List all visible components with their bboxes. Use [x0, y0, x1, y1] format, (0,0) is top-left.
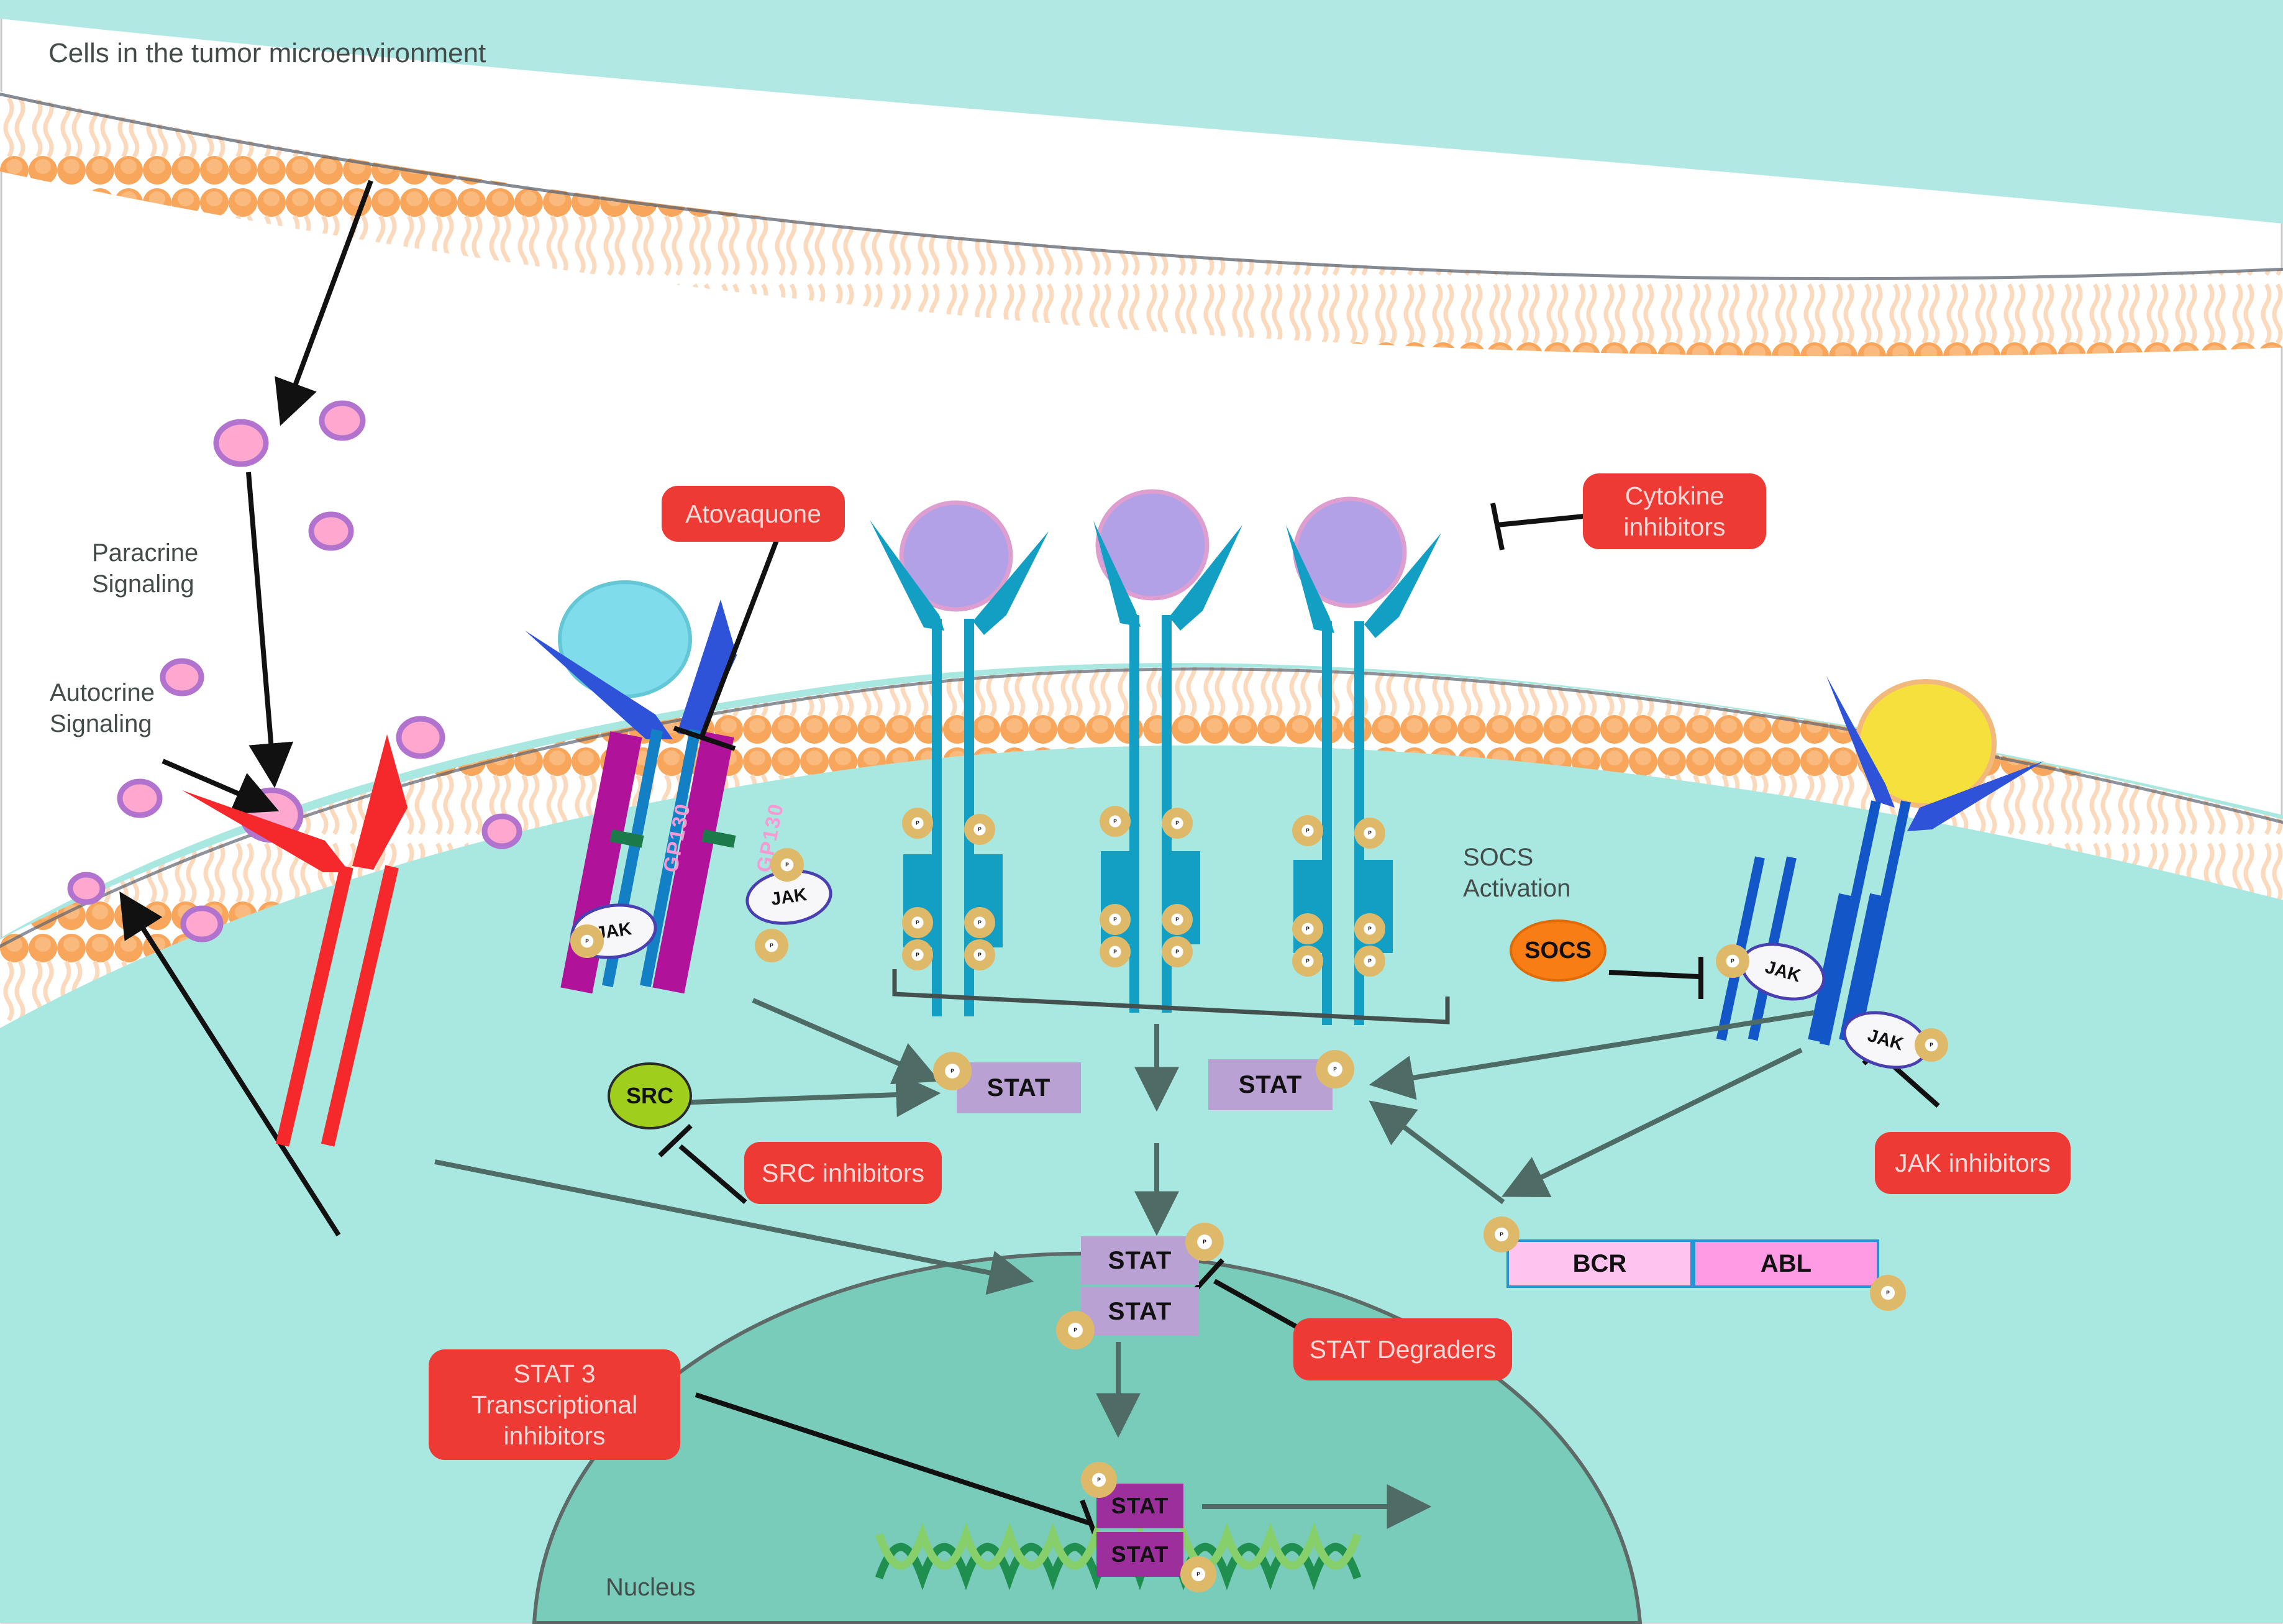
ligand-purple-a — [899, 500, 1013, 612]
phospho-group-bcr: P — [1483, 1216, 1520, 1252]
gp130-to-stat-arrow — [752, 998, 941, 1085]
socs-activation-label: SOCS Activation — [1463, 844, 1571, 902]
receptor-group-bracket — [892, 969, 1450, 1024]
paracrine-arrow — [246, 472, 294, 788]
tumor-microenvironment-label: Cells in the tumor microenvironment — [48, 38, 486, 68]
src-molecule: SRC — [608, 1062, 692, 1129]
phospho-group: P — [1716, 944, 1749, 978]
drug-label-stat-degraders[interactable]: STAT Degraders — [1293, 1318, 1512, 1380]
phospho-group: P — [570, 924, 604, 958]
phospho-group-dimer-top: P — [1185, 1223, 1224, 1261]
paracrine-entry-arrow — [275, 180, 373, 426]
drug-label-jak-inhibitors[interactable]: JAK inhibitors — [1875, 1132, 2071, 1194]
blue-receptor-right — [1716, 676, 2044, 1046]
drug-label-cytokine-inhibitors[interactable]: Cytokine inhibitors — [1583, 473, 1766, 549]
phospho-group: P — [1162, 936, 1193, 967]
phospho-group: P — [1292, 815, 1323, 846]
phospho-group: P — [1100, 904, 1131, 935]
pathway-arrows — [434, 998, 1815, 1529]
phospho-group: P — [1354, 913, 1385, 944]
phospho-group: P — [1162, 808, 1193, 839]
gp130-bar-2 — [652, 731, 734, 994]
top-cell-membrane — [0, 91, 2283, 357]
stat-dimer-upper: STAT — [1081, 1236, 1199, 1285]
phospho-group-nuclear-bottom: P — [1180, 1556, 1216, 1592]
src-to-stat-arrow — [677, 1072, 941, 1118]
phospho-group-stat-right: P — [1316, 1050, 1354, 1088]
phospho-group: P — [964, 939, 995, 970]
recycle-arrow — [119, 891, 341, 1237]
nucleus-label: Nucleus — [606, 1574, 696, 1601]
autocrine-arrow — [162, 759, 280, 814]
nuclear-stat-dimer-lower: STAT — [1096, 1532, 1183, 1577]
gp130-arm-right — [677, 600, 737, 737]
bcr-domain: BCR — [1506, 1239, 1693, 1288]
abl-domain: ABL — [1693, 1239, 1879, 1288]
socs-molecule: SOCS — [1510, 919, 1606, 982]
drug-label-src-inhibitors[interactable]: SRC inhibitors — [744, 1142, 942, 1204]
tumor-microenvironment-region — [0, 0, 2283, 224]
phospho-group: P — [1915, 1028, 1948, 1062]
phospho-group: P — [1162, 904, 1193, 935]
phospho-group: P — [1292, 913, 1323, 944]
paracrine-signaling-label: Paracrine Signaling — [92, 539, 199, 598]
gp130-to-dimer-arrow — [434, 1159, 1034, 1295]
phospho-group: P — [964, 814, 995, 845]
phospho-group: P — [1100, 936, 1131, 967]
stat-monomer-left: STAT — [957, 1062, 1081, 1113]
signaling-arrows — [119, 180, 373, 1237]
phospho-group-dimer-bottom: P — [1056, 1311, 1095, 1349]
phospho-group: P — [902, 907, 933, 938]
phospho-group-nuclear-top: P — [1081, 1462, 1117, 1498]
phospho-group-stat-left: P — [933, 1052, 972, 1090]
phospho-group: P — [902, 939, 933, 970]
phospho-group: P — [1354, 946, 1385, 977]
stat-monomer-right: STAT — [1208, 1059, 1333, 1110]
bcrabl-to-stat-arrow — [1369, 1100, 1505, 1205]
gp130-arm-left — [525, 631, 673, 739]
rightjak-to-stat-arrow — [1369, 1010, 1815, 1100]
drug-label-stat3-transcriptional-inhibitors[interactable]: STAT 3 Transcriptional inhibitors — [429, 1349, 680, 1460]
jak-to-bcrabl-arrow — [1501, 1047, 1803, 1198]
phospho-group: P — [770, 848, 804, 882]
phospho-group: P — [1100, 806, 1131, 837]
phospho-group: P — [1292, 946, 1323, 977]
nuclear-stat-dimer-upper: STAT — [1096, 1484, 1183, 1528]
phospho-group: P — [1354, 818, 1385, 849]
phospho-group: P — [964, 907, 995, 938]
red-receptor-autocrine — [182, 734, 408, 1147]
drug-label-atovaquone[interactable]: Atovaquone — [662, 486, 845, 542]
phospho-group-abl: P — [1870, 1275, 1906, 1311]
phospho-group: P — [902, 808, 933, 839]
stat-dimer-lower: STAT — [1081, 1287, 1199, 1336]
inhibition-connectors — [658, 503, 1940, 1545]
autocrine-signaling-label: Autocrine Signaling — [50, 679, 155, 737]
phospho-group: P — [755, 929, 788, 962]
ligand-purple-b — [1095, 489, 1210, 601]
